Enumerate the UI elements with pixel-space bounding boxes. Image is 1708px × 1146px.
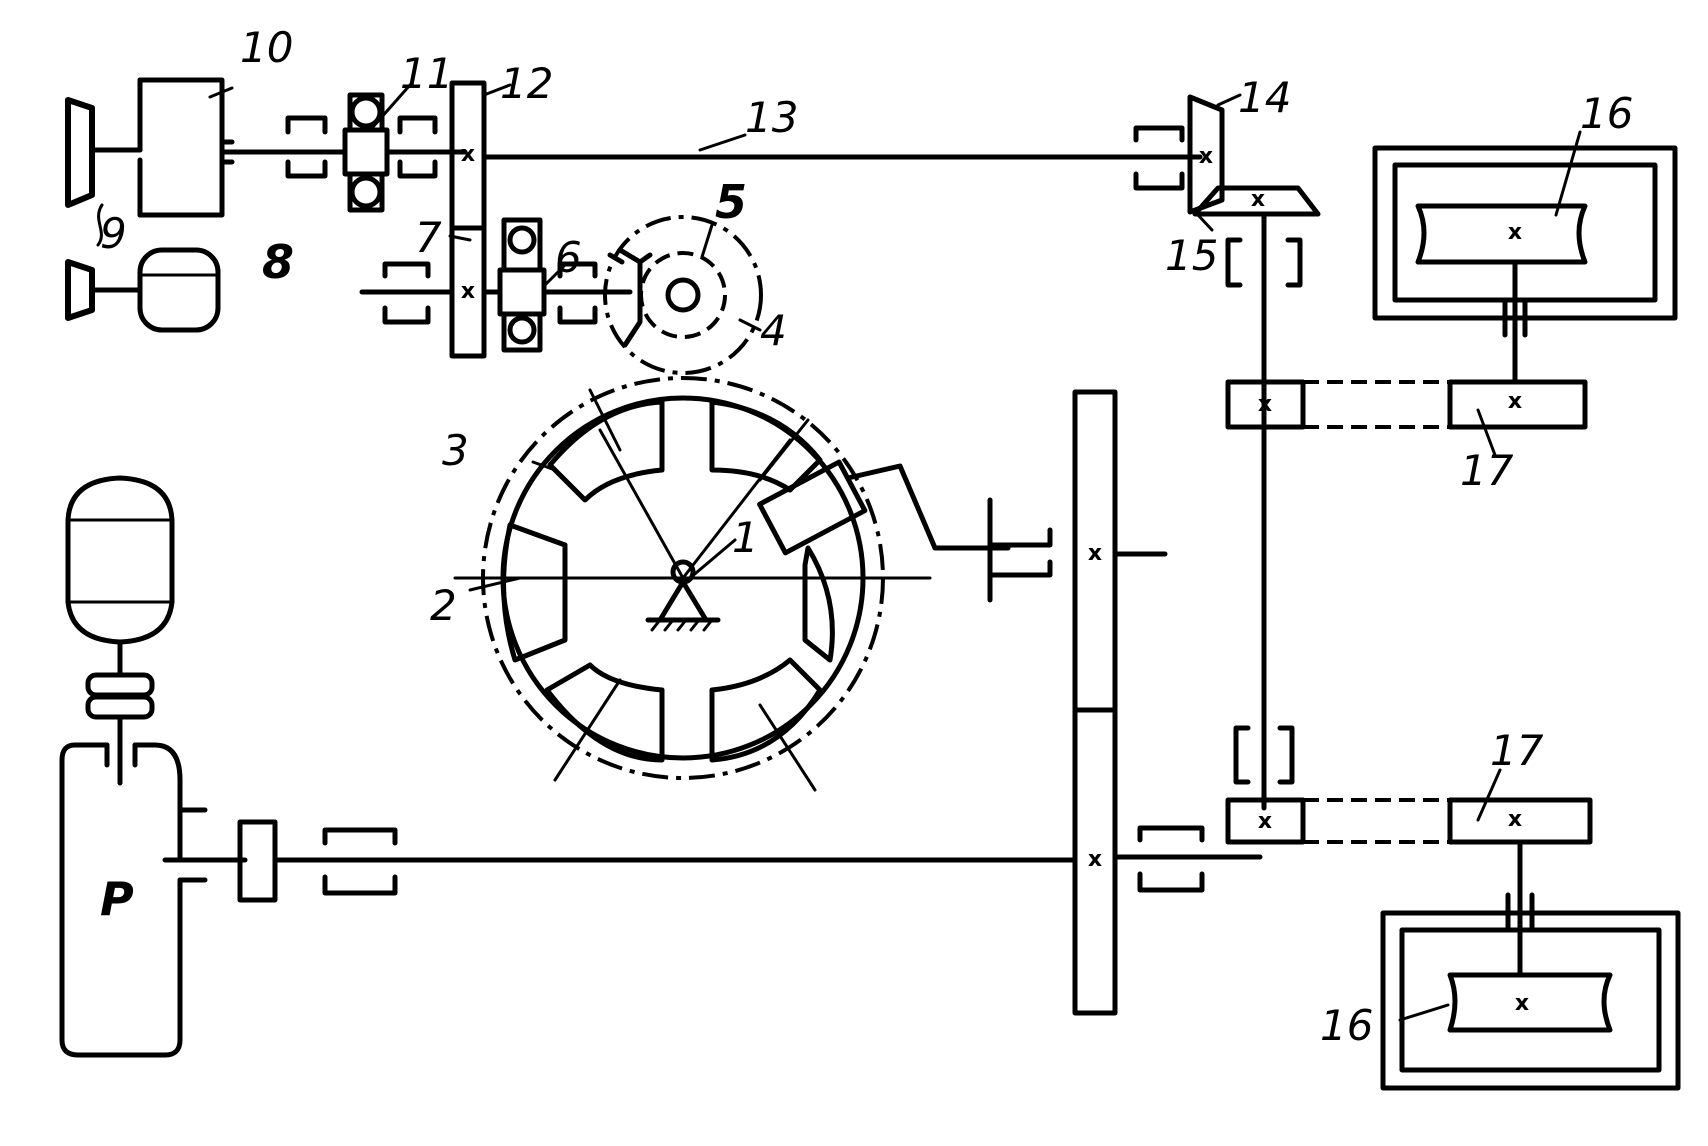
gear-12: x bbox=[449, 80, 487, 231]
gear-17a-right-mark: x bbox=[1508, 389, 1522, 414]
label-16-lower: 16 bbox=[1320, 1001, 1373, 1050]
label-5: 5 bbox=[715, 175, 747, 229]
motor-8 bbox=[89, 247, 221, 333]
gear-7: x bbox=[449, 225, 487, 359]
label-12: 12 bbox=[500, 59, 553, 108]
drum-16-upper: x bbox=[1372, 145, 1678, 385]
bevel-gear-15: x bbox=[1192, 185, 1321, 217]
label-3: 3 bbox=[442, 426, 469, 475]
label-10: 10 bbox=[240, 23, 293, 72]
label-14: 14 bbox=[1238, 73, 1291, 122]
label-16-upper: 16 bbox=[1580, 89, 1633, 138]
pinion-5 bbox=[592, 215, 763, 375]
gear-17b-right-mark: x bbox=[1508, 807, 1522, 832]
motor-top bbox=[65, 475, 175, 786]
gear-pair-17-lower: x x bbox=[1225, 797, 1593, 845]
label-1: 1 bbox=[732, 513, 759, 562]
label-15: 15 bbox=[1165, 231, 1218, 280]
gear-12-mark: x bbox=[461, 142, 475, 167]
gear-17a-left-mark: x bbox=[1258, 392, 1272, 417]
bevel-gear-14: x bbox=[1187, 94, 1225, 215]
contact-arm bbox=[757, 459, 1011, 556]
label-2: 2 bbox=[430, 581, 457, 630]
label-17-upper: 17 bbox=[1460, 446, 1514, 495]
bevel-15-mark: x bbox=[1251, 187, 1265, 212]
wheel-3 bbox=[453, 376, 932, 792]
drum-16a-mark: x bbox=[1508, 220, 1522, 245]
label-11: 11 bbox=[400, 49, 453, 98]
label-p: P bbox=[100, 872, 134, 926]
label-4: 4 bbox=[760, 306, 787, 355]
label-17-lower: 17 bbox=[1490, 726, 1544, 775]
vertical-shaft bbox=[1225, 212, 1303, 811]
gear-17b-left-mark: x bbox=[1258, 809, 1272, 834]
shaft-13 bbox=[481, 125, 1203, 191]
pivot-1 bbox=[645, 559, 721, 632]
brake-coupling-9 bbox=[65, 97, 143, 321]
bevel-14-mark: x bbox=[1199, 144, 1213, 169]
drive-unit-10 bbox=[137, 77, 235, 218]
central-gear: x x bbox=[987, 389, 1168, 1016]
gear-pair-17-upper: x x bbox=[1225, 379, 1588, 430]
label-8: 8 bbox=[262, 235, 294, 289]
bearing-6 bbox=[497, 217, 547, 353]
pump-p bbox=[59, 742, 1263, 1058]
gear-7-mark: x bbox=[461, 279, 475, 304]
drum-16-lower: x bbox=[1380, 839, 1681, 1091]
central-gear-upper-mark: x bbox=[1088, 541, 1102, 566]
clutch-11 bbox=[342, 92, 390, 213]
drum-16b-mark: x bbox=[1515, 991, 1529, 1016]
leader-lines bbox=[208, 83, 1582, 1022]
label-7: 7 bbox=[415, 213, 442, 262]
central-gear-lower-mark: x bbox=[1088, 847, 1102, 872]
wheel-windows-2 bbox=[501, 399, 835, 763]
label-9: 9 bbox=[100, 209, 127, 258]
label-13: 13 bbox=[745, 93, 798, 142]
labels: 10 11 12 13 14 15 16 17 17 16 9 8 7 6 5 … bbox=[100, 23, 1633, 1050]
label-6: 6 bbox=[555, 233, 582, 282]
